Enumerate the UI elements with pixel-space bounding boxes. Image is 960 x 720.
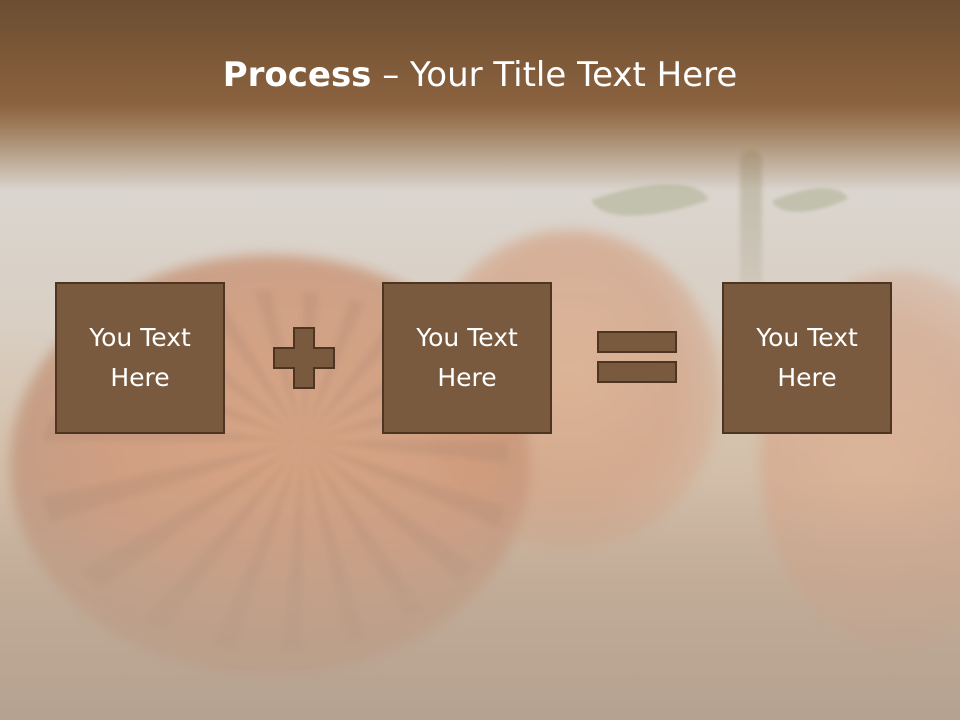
process-box-label: You Text Here (89, 323, 191, 392)
process-box-label: You Text Here (416, 323, 518, 392)
process-box-label: You Text Here (756, 323, 858, 392)
header-band (0, 0, 960, 190)
title-bold: Process (222, 55, 372, 95)
process-box-3[interactable]: You Text Here (722, 282, 892, 434)
process-box-2[interactable]: You Text Here (382, 282, 552, 434)
slide-title[interactable]: Process – Your Title Text Here (0, 52, 960, 98)
title-rest: – Your Title Text Here (371, 55, 738, 95)
equals-icon (596, 330, 678, 384)
ground (0, 480, 960, 720)
plus-icon (272, 326, 336, 390)
process-box-1[interactable]: You Text Here (55, 282, 225, 434)
